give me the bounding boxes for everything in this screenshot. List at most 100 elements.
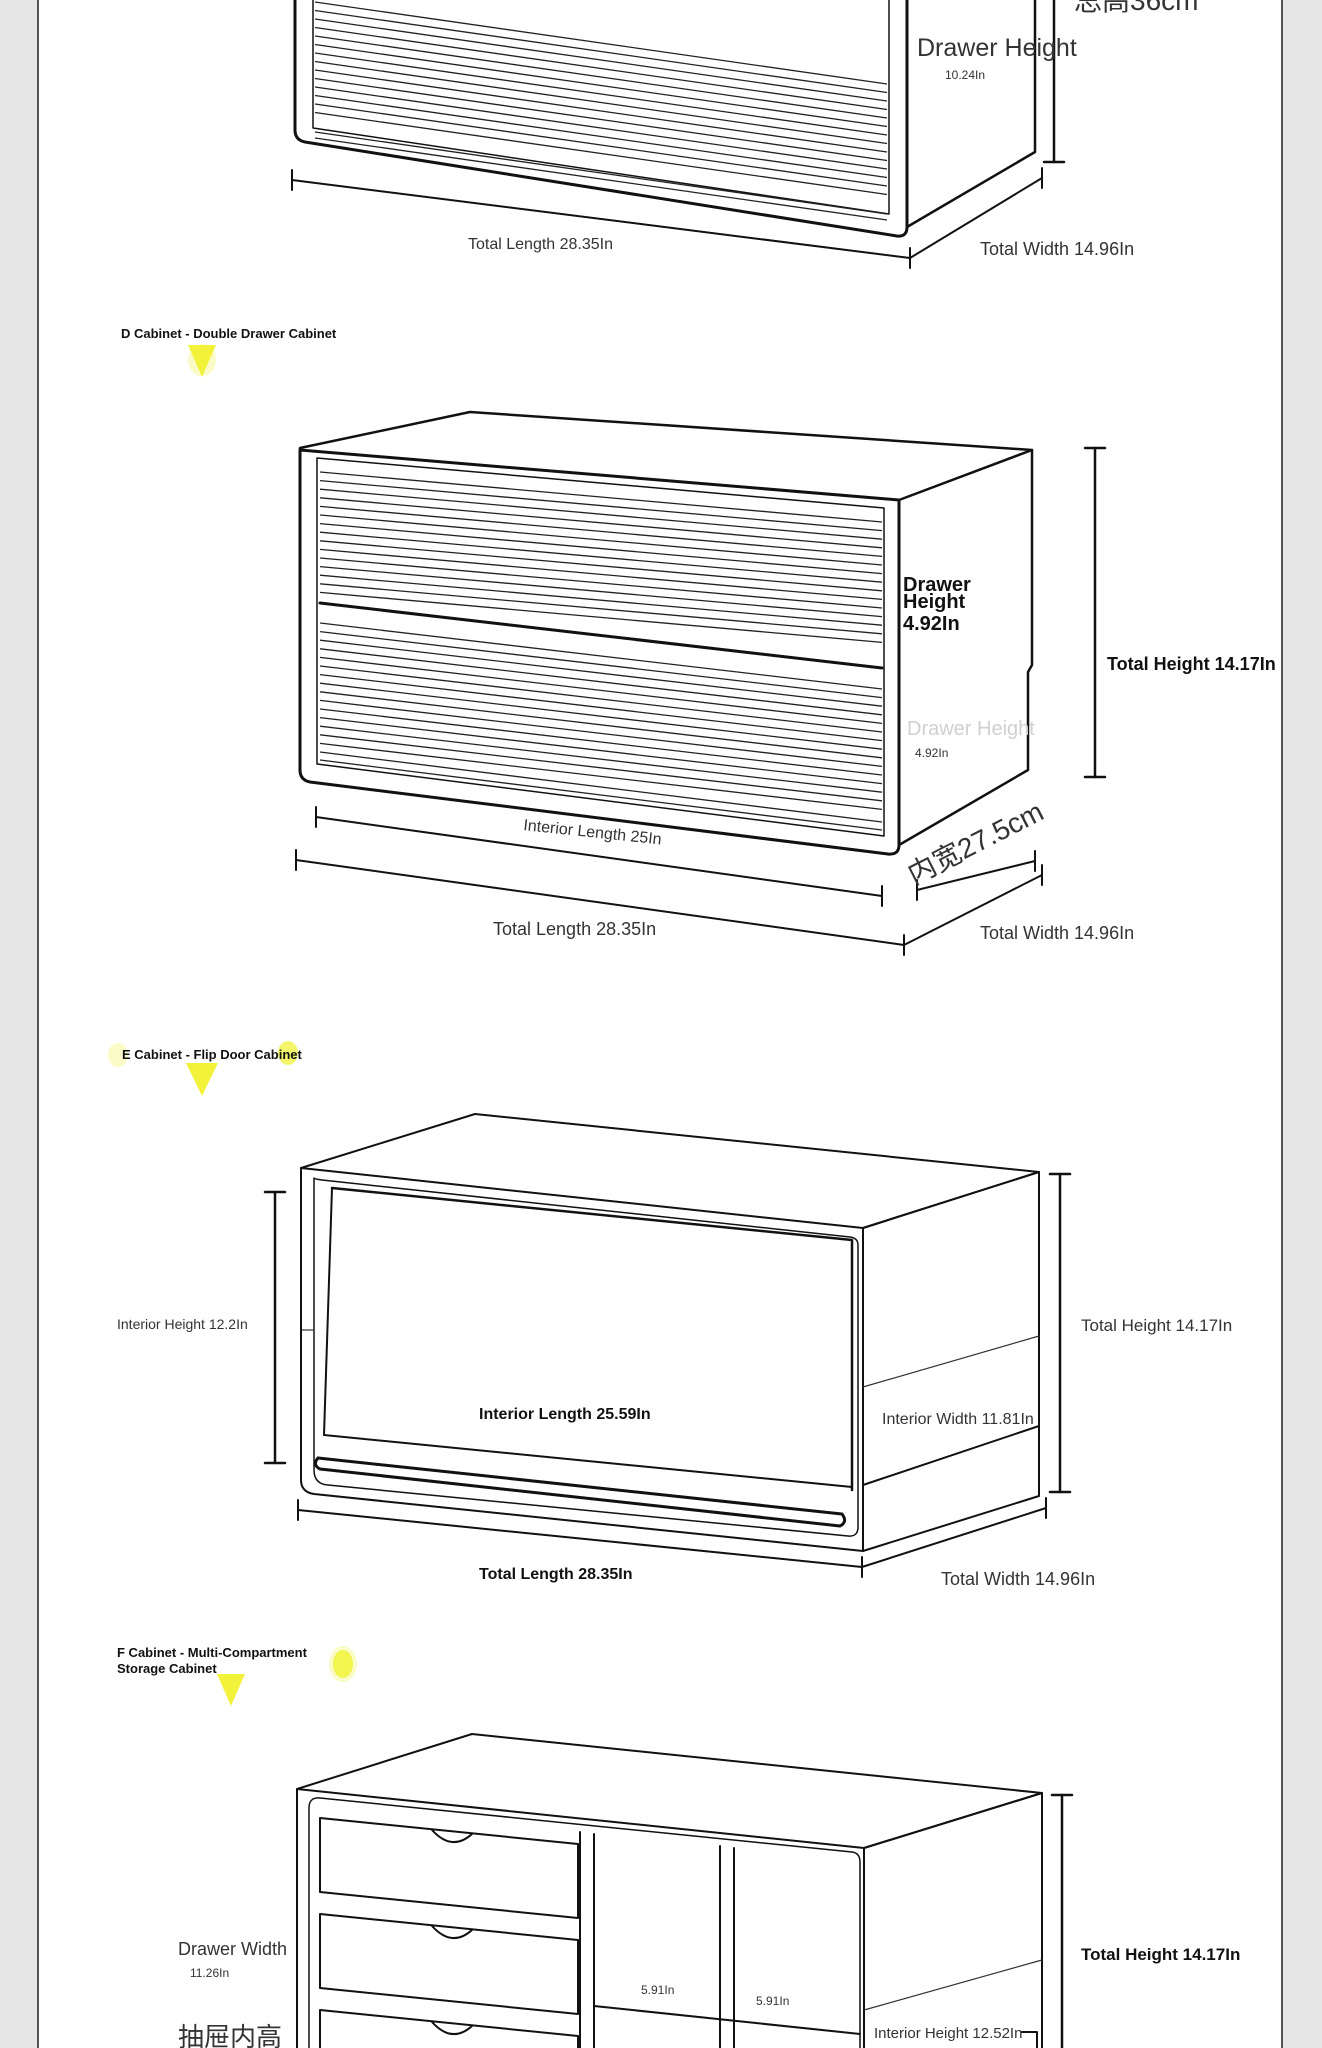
cabinet-d-slat-lower — [319, 673, 883, 742]
cabinet-f-top-surface — [296, 1733, 1043, 1849]
cabinet-c-slat-line — [314, 43, 888, 128]
cabinet-f-highlight-dot — [333, 1650, 353, 1678]
cabinet-c-slat-base — [314, 137, 888, 221]
cabinet-e-flip-door-handle — [313, 1456, 847, 1528]
cabinet-d-drawer-divider — [318, 601, 884, 670]
cabinet-e-flip-door-top — [330, 1186, 854, 1492]
cabinet-e-total-length-line — [297, 1509, 863, 1568]
cabinet-c-drawer-height-title: Drawer Height — [917, 34, 1077, 62]
cabinet-c-top-label: 总高36cm — [1074, 0, 1198, 16]
cabinet-d-slat-lower — [319, 742, 883, 811]
cabinet-f-title-line1: F Cabinet - Multi-Compartment — [117, 1645, 308, 1660]
cabinet-f-interior-height: Interior Height 12.52In — [874, 2025, 1022, 2042]
cabinet-d-slat-upper — [319, 488, 883, 540]
cabinet-e-total-height: Total Height 14.17In — [1081, 1316, 1232, 1335]
cabinet-f-total-height: Total Height 14.17In — [1081, 1945, 1240, 1964]
cabinet-e-interior-length: Interior Length 25.59In — [479, 1406, 651, 1423]
cabinet-f-drawer-width-value: 11.26In — [190, 1966, 229, 1980]
cabinet-d-total-length: Total Length 28.35In — [493, 919, 656, 939]
cabinet-c-slat-line — [314, 18, 888, 102]
cabinet-c-drawer-slats — [314, 1, 888, 221]
cabinet-d-slat-upper — [319, 514, 883, 566]
cabinet-c-inner-frame — [312, 0, 890, 215]
cabinet-d-total-height: Total Height 14.17In — [1107, 654, 1276, 674]
cabinet-f-side-line — [863, 1959, 1043, 2011]
cabinet-e-interior-height: Interior Height 12.2In — [117, 1316, 248, 1332]
cabinet-f-compartment-width-2: 5.91In — [756, 1994, 789, 2008]
cabinet-e-flip-door-bottom — [323, 1434, 853, 1488]
cabinet-e-section: E Cabinet - Flip Door Cabinet Interior H… — [108, 1041, 1232, 1589]
cabinet-c-length-line — [291, 179, 911, 259]
diagram-sheet: 总高36cm Drawer Height 10.24In Total Lengt… — [37, 0, 1283, 2048]
cabinet-f-drawer-width-title: Drawer Width — [178, 1939, 287, 1959]
cabinet-c-slat-line — [314, 69, 888, 153]
cabinet-dimension-drawing: 总高36cm Drawer Height 10.24In Total Lengt… — [108, 0, 1276, 2048]
cabinet-d-slat-upper — [319, 540, 883, 592]
cabinet-e-flip-door-left — [323, 1187, 333, 1436]
cabinet-d-slat-upper — [319, 497, 883, 549]
cabinet-d-slat-upper — [319, 505, 883, 558]
cabinet-c-slat-line — [314, 103, 888, 187]
cabinet-d-slat-upper — [319, 583, 883, 635]
cabinet-e-total-width-line — [861, 1507, 1047, 1568]
cabinet-d-slat-lower — [319, 630, 883, 699]
cabinet-f-drawers — [319, 1817, 579, 2048]
cabinet-d-slat-base — [319, 759, 883, 831]
cabinet-e-total-width: Total Width 14.96In — [941, 1569, 1095, 1589]
cabinet-e-front-frame — [300, 1167, 864, 1552]
cabinet-c-slat-line — [314, 86, 888, 170]
cabinet-c-front-frame — [293, 0, 909, 238]
cabinet-d-slat-upper — [319, 565, 883, 618]
cabinet-f-divider-left — [579, 1831, 595, 2048]
cabinet-f-section: F Cabinet - Multi-Compartment Storage Ca… — [117, 1645, 1240, 2048]
cabinet-e-inner-frame — [313, 1177, 859, 1537]
cabinet-d-slat-base — [319, 751, 883, 823]
cabinet-d-total-width-line — [903, 874, 1043, 946]
cabinet-c-slat-line — [314, 9, 888, 94]
cabinet-d-slat-lower — [319, 725, 883, 793]
cabinet-d-drawer-height-upper-3: 4.92In — [903, 613, 960, 635]
cabinet-d-slat-upper — [319, 548, 883, 601]
cabinet-d-slat-upper — [319, 531, 883, 583]
cabinet-d-interior-width-line — [916, 860, 1036, 891]
cabinet-c-side-panel — [905, 0, 1037, 229]
cabinet-d-drawer-height-upper-2: Height — [903, 591, 966, 613]
cabinet-c-slat-line — [314, 1, 888, 85]
cabinet-d-interior-length-line — [315, 816, 883, 897]
cabinet-e-side-panel — [862, 1171, 1040, 1552]
cabinet-d-drawer-height-lower-value: 4.92In — [915, 746, 948, 760]
cabinet-d-drawer-height-upper-1: Drawer — [903, 574, 971, 596]
cabinet-f-side-panel — [863, 1792, 1043, 2048]
cabinet-d-total-width: Total Width 14.96In — [980, 923, 1134, 943]
cabinet-d-slat-upper — [319, 471, 883, 523]
cabinet-d-slat-lower — [319, 639, 883, 707]
cabinet-f-interior-height-bracket — [1021, 2031, 1038, 2048]
cabinet-d-slat-upper — [319, 522, 883, 575]
cabinet-d-slat-lower — [319, 656, 883, 725]
cabinet-e-total-length: Total Length 28.35In — [479, 1566, 633, 1583]
cabinet-d-top-surface — [298, 410, 1034, 452]
cabinet-d-slat-lower — [319, 682, 883, 750]
cabinet-d-slat-lower — [319, 622, 883, 690]
cabinet-c-slat-base — [314, 131, 888, 215]
cabinet-e-highlight-dot — [278, 1041, 298, 1065]
cabinet-d-slat-lower — [319, 716, 883, 785]
cabinet-c-slat-line — [314, 26, 888, 111]
cabinet-d-slat-lower — [319, 734, 883, 802]
cabinet-c-slat-line — [314, 77, 888, 162]
cabinet-d-front-frame — [298, 448, 901, 856]
cabinet-f-drawer — [319, 1817, 579, 1919]
cabinet-d-slat-lower — [319, 691, 883, 759]
cabinet-f-shelf-line — [593, 2005, 861, 2035]
cabinet-d-slat-lower — [319, 708, 883, 776]
cabinet-d-highlight-marker — [188, 345, 216, 377]
cabinet-c-total-length: Total Length 28.35In — [468, 236, 613, 253]
cabinet-d-slat-lower — [319, 648, 883, 716]
cabinet-c-slat-line — [314, 94, 888, 179]
cabinet-d-slat-lower — [319, 699, 883, 768]
cabinet-d-drawer-slats — [319, 471, 883, 831]
cabinet-e-halo-left — [108, 1043, 128, 1067]
cabinet-f-bottom-cn-label: 抽屉内高 — [178, 2022, 282, 2048]
cabinet-d-section: D Cabinet - Double Drawer Cabinet Drawe — [121, 326, 1276, 956]
cabinet-e-top-surface — [300, 1113, 1040, 1229]
